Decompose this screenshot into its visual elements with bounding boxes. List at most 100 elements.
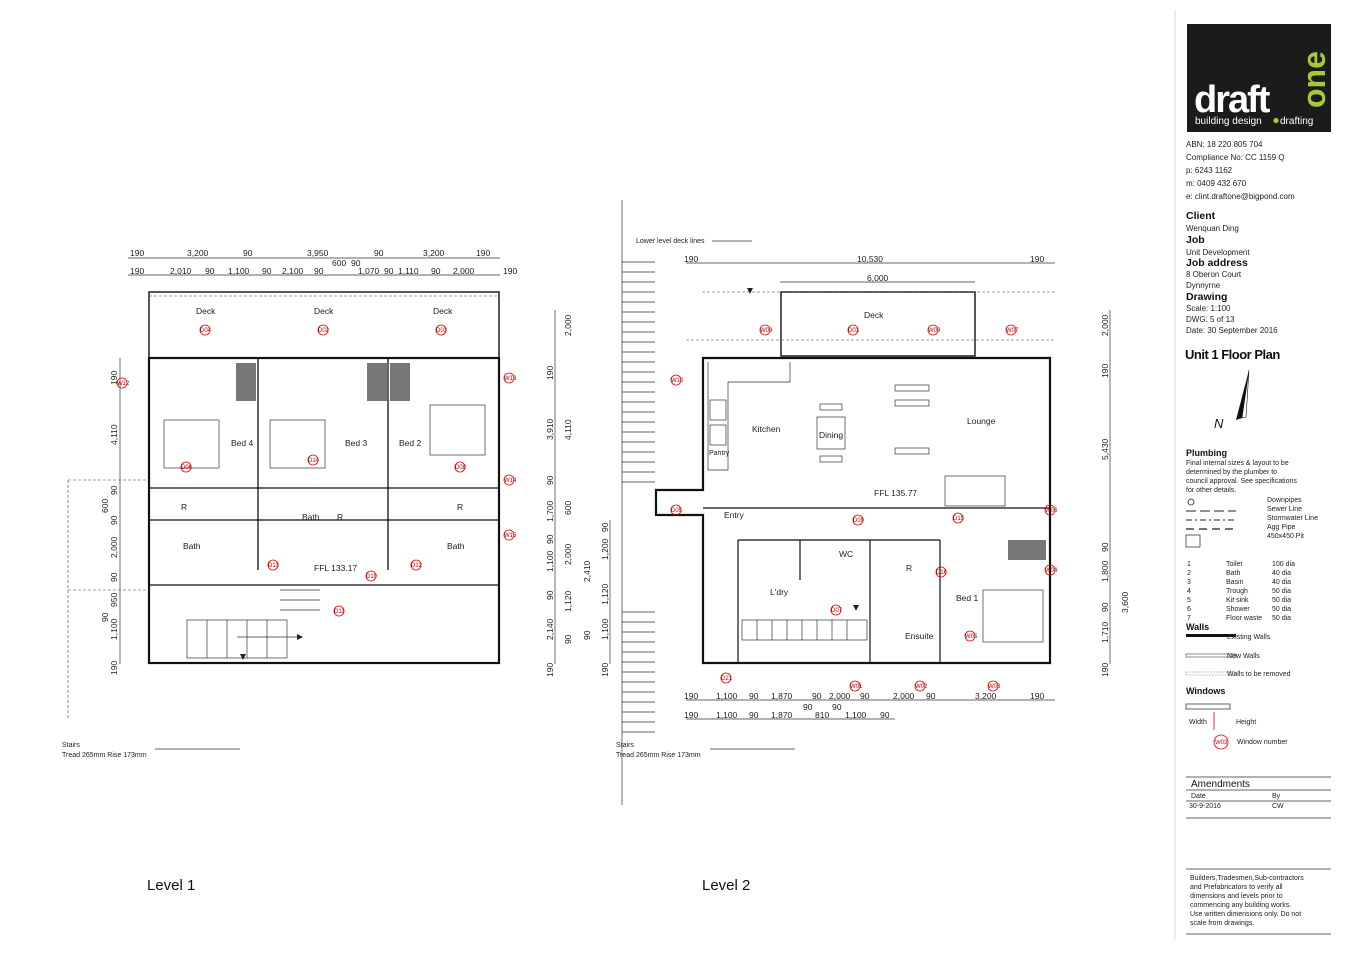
dim: 90: [351, 258, 361, 268]
dim: 190: [684, 254, 698, 264]
level1-plan: 190 3,200 90 3,950 90 3,200 190 190 2,01…: [62, 248, 573, 894]
mobile: m: 0409 432 670: [1186, 179, 1247, 188]
dim: 190: [109, 371, 119, 385]
dim: 1,870: [771, 710, 793, 720]
fixture-size: 50 dia: [1272, 615, 1291, 622]
fixture-size: 50 dia: [1272, 588, 1291, 595]
room-robe: R: [457, 502, 463, 512]
tag: D07: [831, 608, 843, 614]
room-bed-2: Bed 2: [399, 438, 421, 448]
dim: 190: [684, 691, 698, 701]
dim: 2,000: [893, 691, 915, 701]
logo-tagline-b: drafting: [1280, 116, 1313, 127]
room-bed-1: Bed 1: [956, 593, 978, 603]
dim: 2,000: [109, 536, 119, 558]
amend-by: CW: [1272, 803, 1284, 810]
tag: D15: [953, 516, 965, 522]
dim: 190: [503, 266, 517, 276]
dim: 600: [563, 501, 573, 515]
stairs-label: Stairs: [62, 742, 80, 749]
dim: 5,430: [1100, 438, 1110, 460]
dim: 1,120: [600, 583, 610, 605]
plumbing-legend: Agg Pipe: [1267, 524, 1296, 531]
dim: 4,110: [109, 424, 119, 445]
dim: 1,070: [358, 266, 380, 276]
tag: W12: [117, 381, 130, 387]
room-bath: Bath: [183, 541, 201, 551]
title-block: draft one building design drafting ABN: …: [1174, 10, 1332, 940]
dim: 190: [1030, 254, 1044, 264]
fixture-number: 6: [1187, 606, 1191, 613]
dim: 90: [832, 702, 842, 712]
dim: 1,200: [600, 538, 610, 560]
lower-deck-hatch: [622, 261, 655, 733]
tag: D16: [936, 570, 948, 576]
stairs-note: Tread 265mm Rise 173mm: [62, 752, 147, 759]
client-value: Wenquan Ding: [1186, 224, 1239, 233]
dim: 1,800: [1100, 560, 1110, 582]
dim: 90: [109, 485, 119, 495]
job-address-2: Dynnyrne: [1186, 281, 1221, 290]
room-bed-4: Bed 4: [231, 438, 253, 448]
compliance: Compliance No: CC 1159 Q: [1186, 153, 1285, 162]
dim: 3,200: [187, 248, 209, 258]
level2-plan: Lower level deck lines 190: [582, 200, 1130, 894]
dim: 2,000: [453, 266, 475, 276]
plumbing-note: for other details.: [1186, 487, 1236, 494]
plumbing-note: Final internal sizes & layout to be: [1186, 460, 1289, 467]
room-deck: Deck: [433, 306, 453, 316]
disclaimer-line: commencing any building works.: [1190, 902, 1291, 909]
dim: 4,110: [563, 419, 573, 440]
dim: 190: [130, 266, 144, 276]
tag: D08: [455, 465, 467, 471]
tag: W07: [1006, 328, 1019, 334]
dwg-number: DWG: 5 of 13: [1186, 315, 1235, 324]
dim: 190: [1100, 364, 1110, 378]
fixture-number: 4: [1187, 588, 1191, 595]
plumbing-legend: Stormwater Line: [1267, 515, 1318, 522]
window-number-label: Window number: [1237, 739, 1288, 746]
plumbing-legend: 450x450 Pit: [1267, 533, 1304, 540]
dim: 2,010: [170, 266, 192, 276]
dim: 1,100: [600, 618, 610, 640]
tag: W03: [988, 684, 1001, 690]
room-deck: Deck: [196, 306, 216, 316]
dim: 90: [860, 691, 870, 701]
dim: 1,100: [545, 550, 555, 572]
dim: 600: [100, 499, 110, 513]
north-label: N: [1214, 416, 1224, 431]
robe: [367, 363, 387, 401]
dim: 90: [243, 248, 253, 258]
dim: 90: [545, 534, 555, 544]
fixture-size: 40 dia: [1272, 570, 1291, 577]
level1-stairs: [186, 589, 320, 660]
room-entry: Entry: [724, 510, 745, 520]
dim: 90: [109, 515, 119, 525]
dim: 1,100: [716, 691, 738, 701]
dim: 190: [1100, 663, 1110, 677]
fixture-name: Trough: [1226, 588, 1248, 595]
dim: 2,000: [829, 691, 851, 701]
dim: 90: [314, 266, 324, 276]
dim: 190: [684, 710, 698, 720]
fixture-size: 40 dia: [1272, 579, 1291, 586]
dim: 90: [926, 691, 936, 701]
dim: 2,410: [582, 560, 592, 582]
tag: W14: [504, 478, 517, 484]
tag: D12: [411, 563, 423, 569]
tag: D11: [334, 609, 345, 615]
dim: 90: [100, 612, 110, 622]
ffl-label: FFL 135.77: [874, 488, 917, 498]
fixture-number: 1: [1187, 561, 1191, 568]
fixture-name: Floor waste: [1226, 615, 1262, 622]
job-address-label: Job address: [1186, 257, 1248, 269]
tag: D21: [721, 676, 733, 682]
disclaimer-line: Builders,Tradesmen,Sub-contractors: [1190, 875, 1304, 882]
dim: 190: [476, 248, 490, 258]
robe: [390, 363, 410, 401]
dim: 1,100: [716, 710, 738, 720]
tag: W10: [671, 378, 684, 384]
walls-legend: Existing Walls: [1227, 634, 1271, 641]
window-width-label: Width: [1189, 719, 1207, 726]
level1-right-dims: 2,000 190 3,910 4,110 90 1,700 600 90 1,…: [545, 314, 573, 677]
